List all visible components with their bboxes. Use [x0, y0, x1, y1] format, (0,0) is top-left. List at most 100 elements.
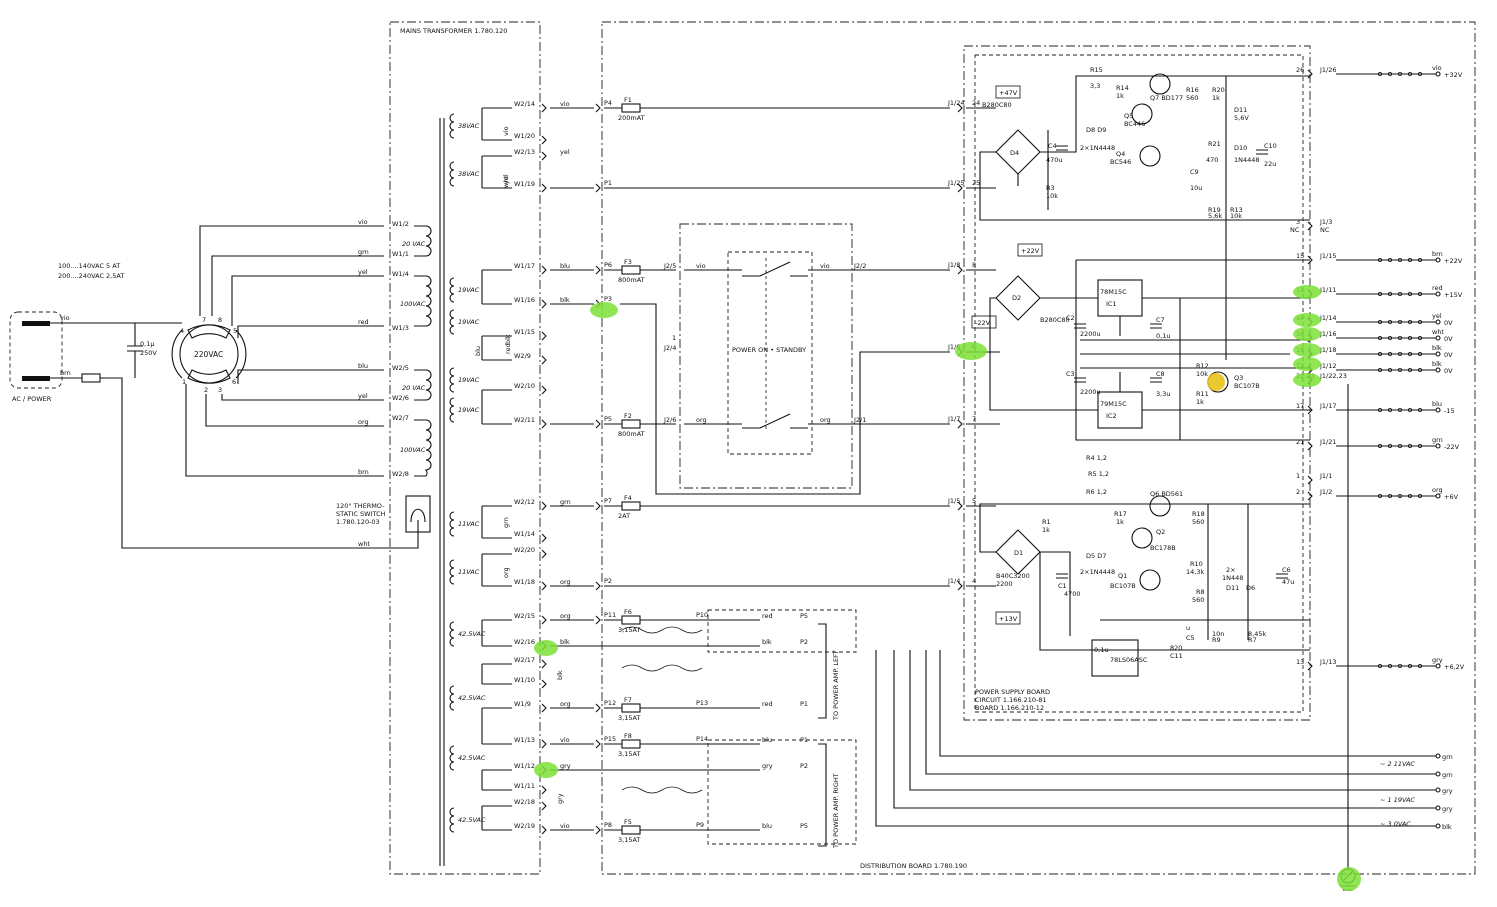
tap-pin-6: W2/6: [392, 394, 409, 402]
output-terminal-0: [1435, 71, 1441, 77]
output-dot-3-1: [1388, 291, 1393, 296]
switch-label: POWER ON • STANDBY: [732, 346, 806, 354]
comp-middle-3: IC1: [1106, 300, 1117, 308]
winding-label-3: 19VAC: [458, 318, 480, 326]
rail-22v: [1075, 259, 1310, 441]
dist-main-wires: [604, 107, 950, 587]
secondary-pin-13: W1/18: [514, 578, 535, 586]
output-value-9: -15: [1444, 407, 1455, 415]
fuse-name-0: F1: [624, 96, 632, 104]
amp-wire-color-3: blu: [762, 736, 772, 744]
output-terminal-7: [1435, 367, 1441, 373]
comp-middle-6: C2: [1066, 314, 1075, 322]
ac-line-2: [909, 650, 1436, 791]
board-input-num-6: 4: [972, 577, 976, 585]
thermo-wire-label: wht: [358, 540, 370, 548]
fuse-name-9: F8: [624, 732, 632, 740]
comp-lower-18: 14,3k: [1186, 568, 1204, 576]
winding-coil-8: [449, 621, 455, 647]
side-color-0: vio: [502, 126, 510, 136]
cap-c6: [1276, 573, 1288, 579]
comp-upper-24: 10u: [1190, 184, 1202, 192]
tap-pin-7: W2/7: [392, 414, 409, 422]
comp-lower-13: B40C3200: [996, 572, 1030, 580]
suppression-capacitor: [127, 323, 143, 378]
switch-pin-2: J2/6: [663, 416, 676, 424]
dist-connector-5: [595, 501, 601, 511]
psb-lower-wiring: [1100, 504, 1310, 640]
output-terminal-4: [1435, 319, 1441, 325]
secondary-pin-18: W1/9: [514, 700, 531, 708]
output-pin-9: J1/17: [1319, 402, 1337, 410]
output-dot-0-0: [1378, 72, 1383, 77]
output-pin-2: J1/15: [1319, 252, 1337, 260]
winding-coil-3: [449, 309, 455, 335]
comp-middle-8: C3: [1066, 370, 1075, 378]
output-connector-1: [1307, 221, 1313, 231]
output-color-7: blk: [1432, 360, 1442, 368]
output-num-9: 17: [1296, 402, 1304, 410]
rail-minus22v: -22V: [975, 319, 991, 327]
comp-lower-16: 2×1N4448: [1080, 568, 1115, 576]
distribution-board-label: DISTRIBUTION BOARD 1.780.190: [860, 862, 967, 870]
output-value-3: +15V: [1444, 291, 1463, 299]
tap-pin-5: W2/5: [392, 364, 409, 372]
winding-label-7: 11VAC: [458, 568, 480, 576]
comp-upper-17: D10: [1234, 144, 1247, 152]
comp-lower-14: 2200: [996, 580, 1013, 588]
winding-label-4: 19VAC: [458, 376, 480, 384]
tap-color-2: grn: [358, 248, 369, 256]
output-dot-12-4: [1418, 493, 1423, 498]
comp-middle-13: 3,3u: [1156, 390, 1170, 398]
comp-upper-3: 1k: [1116, 92, 1124, 100]
dist-centre-tap: [620, 303, 950, 495]
board-input-num-4: 7: [972, 415, 976, 423]
secondary-wire-color-5: blk: [560, 296, 570, 304]
comp-lower-15: D5 D7: [1086, 552, 1106, 560]
output-connector-0: [1307, 69, 1313, 79]
comp-upper-29: D4: [1010, 149, 1019, 157]
secondary-connector-18: [541, 703, 547, 713]
dist-pin-in-2: P6: [604, 261, 612, 269]
output-pin-4: J1/14: [1319, 314, 1337, 322]
output-pin-5: J1/16: [1319, 330, 1337, 338]
comp-upper-26: 5,6k: [1208, 212, 1222, 220]
sel-pin-2: 2: [204, 386, 208, 394]
output-dot-3-2: [1398, 291, 1403, 296]
primary-stubs: [414, 225, 426, 477]
fuse-body-4: [621, 419, 641, 429]
output-dot-4-4: [1418, 319, 1423, 324]
secondary-connector-5: [541, 299, 547, 309]
coil-100vac-b: [424, 419, 432, 477]
output-dot-7-2: [1398, 367, 1403, 372]
comp-lower-33: 10n: [1212, 630, 1224, 638]
highlight-green-8: [1293, 357, 1321, 371]
secondary-wire-color-20: gry: [560, 762, 571, 770]
output-dot-4-1: [1388, 319, 1393, 324]
fuse-name-8: F7: [624, 696, 632, 704]
winding-label-5: 19VAC: [458, 406, 480, 414]
comp-upper-25: R19: [1208, 206, 1221, 214]
comp-lower-29: C1: [1058, 582, 1067, 590]
fuse-rating-1: 100....140VAC 5 AT: [58, 262, 120, 270]
secondary-pin-23: W2/19: [514, 822, 535, 830]
comp-lower-35: 8,45k: [1248, 630, 1266, 638]
voltage-selector: [171, 324, 247, 384]
winding-coil-2: [449, 277, 455, 303]
comp-upper-23: C9: [1190, 168, 1199, 176]
output-color-2: brn: [1432, 250, 1443, 258]
dist-connector-2: [595, 265, 601, 275]
tap-voltage-1: 20 VAC: [402, 240, 426, 248]
amp-wire-color-2: red: [762, 700, 773, 708]
dist-pin-in-7: P11: [604, 611, 616, 619]
comp-upper-4: Q7 BD177: [1150, 94, 1183, 102]
ac-terminal-0: [1435, 753, 1441, 759]
amp-wire-color-4: gry: [762, 762, 773, 770]
output-value-2: +22V: [1444, 257, 1463, 265]
transistor-q6: [1149, 495, 1171, 517]
output-connector-9: [1307, 405, 1313, 415]
side-color-6: grn: [502, 517, 510, 528]
rail-plus22v: +22V: [1021, 247, 1040, 255]
comp-middle-15: 10k: [1196, 370, 1208, 378]
fuse-pin-out-7: P10: [696, 611, 708, 619]
